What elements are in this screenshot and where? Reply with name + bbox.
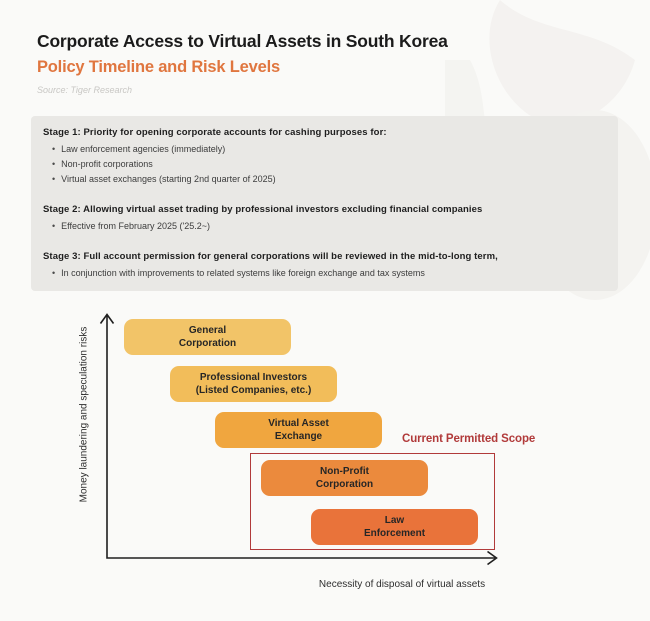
- policy-stages-panel: Stage 1: Priority for opening corporate …: [31, 116, 618, 291]
- current-permitted-scope-label: Current Permitted Scope: [402, 433, 536, 445]
- box-label-line: Exchange: [274, 431, 323, 442]
- box-label-line: Virtual Asset: [268, 418, 329, 429]
- stage-1-bullet-3: Virtual asset exchanges (starting 2nd qu…: [43, 172, 606, 187]
- y-axis-label: Money laundering and speculation risks: [78, 326, 90, 503]
- box-label-line: Enforcement: [363, 528, 426, 539]
- page-subtitle: Policy Timeline and Risk Levels: [37, 58, 280, 76]
- source-credit: Source: Tiger Research: [37, 85, 132, 95]
- chart-box-non-profit-corporation: Non-Profit Corporation: [261, 460, 428, 496]
- stage-1-heading: Stage 1: Priority for opening corporate …: [43, 127, 387, 138]
- stage-2-bullet-1: Effective from February 2025 ('25.2~): [43, 219, 606, 234]
- stage-3-heading: Stage 3: Full account permission for gen…: [43, 251, 498, 262]
- chart-box-law-enforcement: Law Enforcement: [311, 509, 478, 545]
- stage-1-bullet-2: Non-profit corporations: [43, 157, 606, 172]
- stage-1-bullet-1: Law enforcement agencies (immediately): [43, 142, 606, 157]
- stage-2-heading: Stage 2: Allowing virtual asset trading …: [43, 204, 483, 215]
- chart-box-virtual-asset-exchange: Virtual Asset Exchange: [215, 412, 382, 448]
- box-label-line: General: [188, 325, 227, 336]
- stage-3-block: Stage 3: Full account permission for gen…: [43, 250, 606, 281]
- x-axis-arrowhead-icon: [487, 550, 498, 566]
- box-label-line: Law: [384, 515, 405, 526]
- box-label-line: Corporation: [315, 479, 374, 490]
- stage-3-bullet-1: In conjunction with improvements to rela…: [43, 266, 606, 281]
- header: Corporate Access to Virtual Assets in So…: [37, 30, 448, 95]
- stage-1-block: Stage 1: Priority for opening corporate …: [43, 126, 606, 187]
- stage-2-block: Stage 2: Allowing virtual asset trading …: [43, 203, 606, 234]
- page-title: Corporate Access to Virtual Assets in So…: [37, 31, 448, 51]
- box-label-line: Non-Profit: [320, 466, 369, 477]
- box-label-line: (Listed Companies, etc.): [195, 385, 312, 396]
- y-axis-arrowhead-icon: [99, 313, 115, 324]
- box-label-line: Corporation: [178, 338, 237, 349]
- chart-box-professional-investors: Professional Investors (Listed Companies…: [170, 366, 337, 402]
- box-label-line: Professional Investors: [199, 372, 308, 383]
- x-axis-label: Necessity of disposal of virtual assets: [318, 579, 486, 590]
- chart-box-general-corporation: General Corporation: [124, 319, 291, 355]
